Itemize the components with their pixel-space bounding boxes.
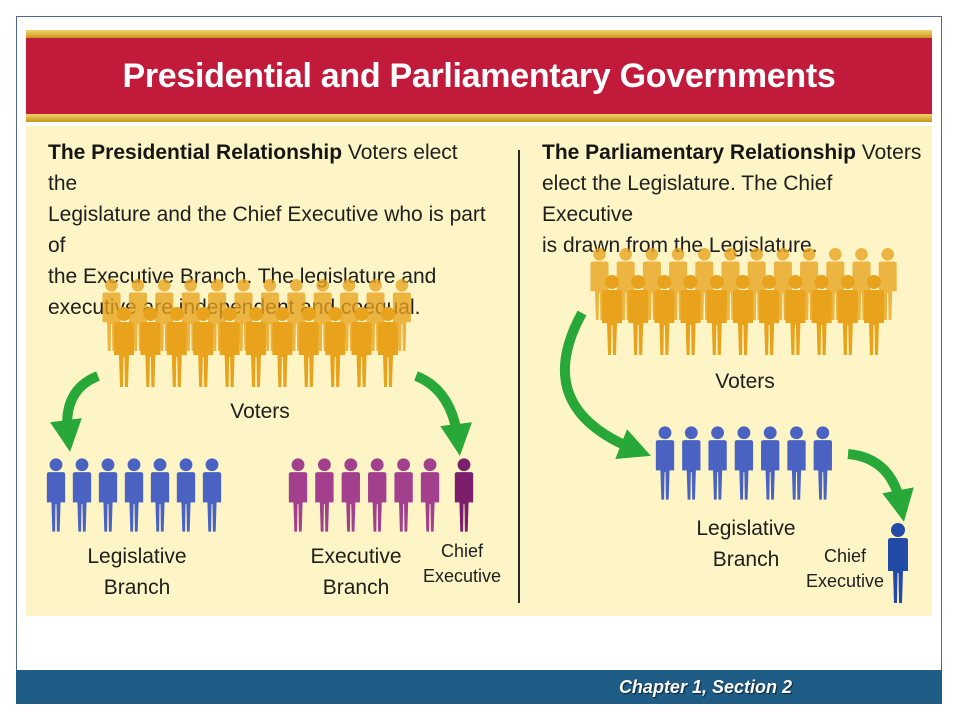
presidential-heading: The Presidential Relationship [48,141,343,164]
voters-label-presidential: Voters [230,400,290,423]
chief-label-line-2-presidential: Executive [423,566,501,586]
legislator-figure [98,458,118,532]
red-band [26,38,932,114]
legislator-figure [655,426,675,500]
voters-group-parliamentary [590,248,897,355]
legislator-figure [176,458,196,532]
legislative-label-line-1-parliamentary: Legislative [696,517,795,540]
legislative-label-line-1-presidential: Legislative [87,545,186,568]
parliamentary-body-line-3: is drawn from the Legislature. [542,234,818,257]
parliamentary-body-line-1: Voters [861,141,922,164]
executive-figure [394,458,413,532]
legislator-figure [72,458,92,532]
legislator-figure [202,458,222,532]
page-title: Presidential and Parliamentary Governmen… [122,57,836,95]
legislative-label-line-2-presidential: Branch [104,576,171,599]
parliamentary-body-line-2: elect the Legislature. The Chief Executi… [542,172,833,226]
title-band: Presidential and Parliamentary Governmen… [26,30,932,122]
executive-group-presidential [288,458,440,532]
executive-figure [288,458,308,532]
executive-figure [420,458,440,532]
chief-label-line-2-parliamentary: Executive [806,571,884,591]
footer-section-label: Chapter 1, Section 2 [618,677,792,697]
chief-label-line-1-parliamentary: Chief [824,546,867,566]
voters-group-presidential [102,279,411,387]
executive-figure [341,458,360,532]
arrow-legislature-to-chief-executive [847,449,914,522]
legislator-figure [46,458,66,532]
chief-label-line-1-presidential: Chief [441,541,484,561]
arrow-voters-to-chief-executive [413,371,472,456]
legislator-figure [124,458,144,532]
legislator-figure [682,426,701,500]
legislator-figure [761,426,780,500]
parliamentary-heading: The Parliamentary Relationship [542,141,856,164]
legislator-figure [708,426,727,500]
legislative-group-presidential [46,458,222,532]
legislator-figure [150,458,170,532]
executive-figure [315,458,334,532]
parliamentary-caption: The Parliamentary Relationship Voters el… [542,137,922,261]
title-band-background [26,30,932,122]
executive-figure [368,458,387,532]
legislator-figure [734,426,754,500]
footer-bar: Chapter 1, Section 2 [16,670,942,704]
executive-label-line-2: Branch [323,576,390,599]
presidential-body-line-2: Legislature and the Chief Executive who … [48,203,486,257]
presidential-body-line-3: the Executive Branch. The legislature an… [48,265,437,288]
presidential-body-line-1: Voters elect the [48,141,458,195]
executive-label-line-1: Executive [310,545,401,568]
legislator-figure [787,426,806,500]
diagram-panel [26,126,932,616]
chief-executive-figure-presidential [454,458,474,532]
legislator-figure [813,426,832,500]
arrow-voters-to-legislature [559,310,651,459]
legislative-label-line-2-parliamentary: Branch [713,548,780,571]
chief-executive-figure-parliamentary [888,523,908,603]
gold-stripe-top [26,30,932,38]
arrow-voters-to-legislative [50,371,101,452]
legislative-group-parliamentary [655,426,832,500]
gold-stripe-bottom [26,114,932,122]
voters-label-parliamentary: Voters [715,370,775,393]
